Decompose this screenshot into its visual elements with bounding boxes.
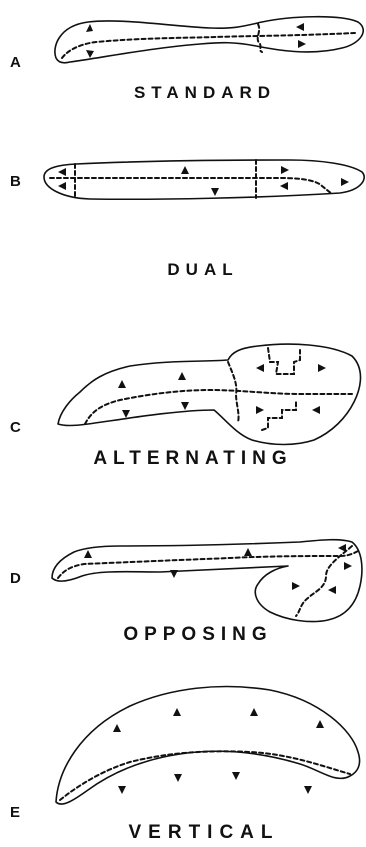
panel-c-crossline-left	[228, 362, 239, 422]
panel-b-letter: B	[10, 173, 21, 190]
panel-d-arrow-left-2	[328, 586, 336, 594]
panel-c-caption: ALTERNATING	[93, 448, 292, 469]
panel-c-arrow-left-2	[312, 406, 320, 414]
panel-a-arrow-right	[298, 40, 306, 48]
panel-e-midline	[60, 751, 350, 800]
panel-e-arrow-down-2	[174, 774, 182, 782]
panel-d-letter: D	[10, 570, 21, 587]
panel-e-caption: VERTICAL	[129, 822, 280, 843]
panel-a: A STANDARD	[10, 17, 363, 102]
panel-d-arrow-left-1	[338, 544, 346, 552]
panel-c-letter: C	[10, 419, 21, 436]
panel-a-arrow-up	[86, 24, 93, 32]
panel-b-outline	[44, 160, 364, 199]
panel-a-crossline	[258, 24, 262, 52]
panel-d-arrow-up-2	[244, 548, 252, 556]
panel-c-arrow-right-1	[318, 364, 326, 372]
panel-e-arrow-up-3	[250, 708, 258, 716]
panel-e-arrow-down-1	[118, 786, 126, 794]
panel-b-midline	[50, 178, 332, 194]
panel-c-arrow-left-1	[256, 364, 264, 372]
panel-c-crossline-lower	[262, 400, 296, 430]
panel-b-arrow-left-1	[280, 182, 288, 190]
panel-c-arrow-down-1	[122, 410, 130, 418]
panel-d-arrow-right-2	[292, 582, 300, 590]
panel-b-arrow-down	[211, 188, 219, 196]
panel-b-arrow-left-up	[58, 168, 66, 176]
panel-e-arrow-down-4	[304, 786, 312, 794]
panel-d: D OPPOSING	[10, 540, 362, 645]
panel-a-letter: A	[10, 54, 21, 71]
panel-a-midline	[62, 33, 355, 58]
panel-d-arrow-down-1	[170, 570, 178, 578]
panel-d-outline	[52, 540, 362, 622]
panel-c: C ALTERNATING	[10, 344, 361, 469]
panel-b-caption: DUAL	[167, 260, 238, 279]
panel-a-arrow-down	[86, 50, 94, 58]
panel-b: B DUAL	[10, 160, 364, 279]
panel-b-arrow-right-1	[281, 166, 289, 174]
panel-c-arrow-up-2	[178, 372, 186, 380]
panel-e-arrow-down-3	[232, 772, 240, 780]
panel-e-letter: E	[10, 804, 20, 821]
panel-e-outline	[56, 687, 360, 805]
panel-e-arrow-up-4	[316, 720, 324, 728]
panel-b-arrow-up	[181, 166, 189, 174]
panel-e-arrow-up-1	[113, 724, 121, 732]
panel-d-midline	[58, 550, 360, 578]
panel-c-arrow-right-2	[256, 406, 264, 414]
panel-d-arrow-up-1	[84, 550, 92, 558]
panel-a-outline	[55, 17, 363, 63]
panel-a-caption: STANDARD	[134, 83, 276, 102]
panel-d-arrow-right-1	[344, 562, 352, 570]
panel-a-arrow-left	[296, 23, 304, 31]
panel-c-arrow-up-1	[118, 380, 126, 388]
panel-e: E VERTICAL	[10, 687, 360, 843]
panel-b-arrow-left-down	[58, 182, 66, 190]
panel-e-arrow-up-2	[173, 708, 181, 716]
panel-c-crossline-upper	[268, 348, 300, 374]
panel-c-arrow-down-2	[181, 402, 189, 410]
panel-d-caption: OPPOSING	[123, 624, 272, 645]
panel-b-arrow-right-2	[341, 178, 349, 186]
